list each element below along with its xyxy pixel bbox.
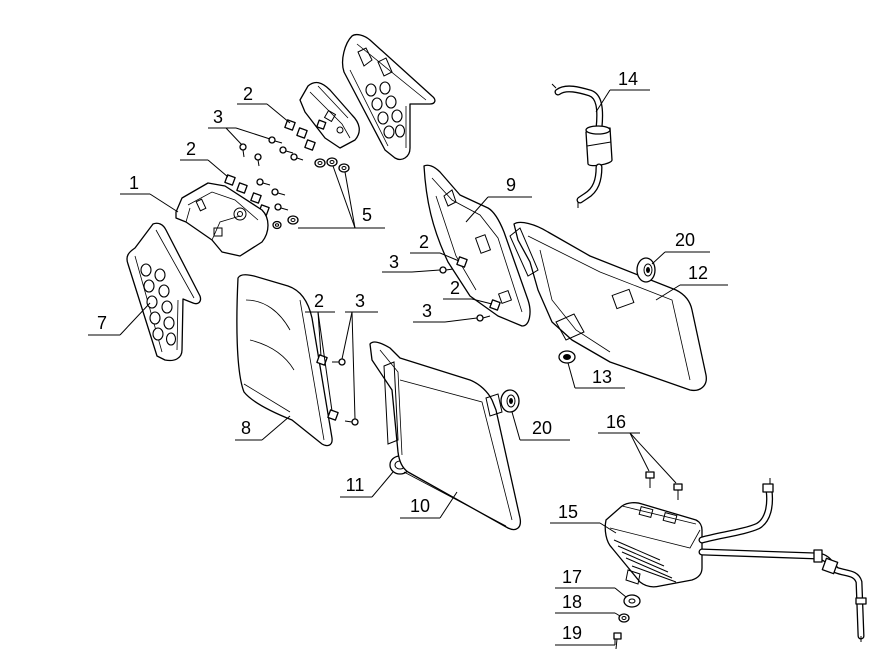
callout-3-b: 3 — [382, 252, 441, 273]
part-17-washer — [623, 594, 641, 608]
part-15-battery-box — [604, 502, 703, 588]
callout-label: 18 — [562, 592, 582, 612]
callout-label: 2 — [419, 232, 429, 252]
callout-label: 13 — [592, 367, 612, 387]
part-12-panel — [509, 221, 707, 392]
part-18-washer — [618, 613, 630, 623]
part-20-grommet-upper — [636, 257, 656, 283]
callout-9: 9 — [465, 175, 532, 223]
mounting-holes — [140, 263, 177, 346]
callout-2-d: 2 — [443, 278, 493, 305]
screws-lower — [254, 153, 289, 211]
callout-label: 5 — [362, 205, 372, 225]
callout-label: 3 — [355, 291, 365, 311]
callout-3-d: 3 — [341, 291, 378, 420]
part-7-footboard — [126, 222, 202, 362]
callout-5: 5 — [298, 165, 385, 229]
callout-label: 14 — [618, 69, 638, 89]
callout-label: 10 — [410, 496, 430, 516]
callout-label: 2 — [186, 139, 196, 159]
part-8-hardware — [316, 354, 359, 426]
callout-15: 15 — [550, 502, 617, 534]
clips-upper — [284, 119, 327, 151]
callout-label: 11 — [346, 475, 365, 495]
callout-label: 7 — [97, 313, 107, 333]
callout-1: 1 — [120, 173, 179, 213]
callout-label: 17 — [562, 567, 582, 587]
callout-8: 8 — [235, 415, 291, 441]
callout-7: 7 — [88, 302, 151, 336]
clips-lower — [224, 174, 270, 216]
callout-20-a: 20 — [651, 230, 710, 265]
callout-label: 19 — [562, 623, 582, 643]
mounting-holes — [365, 81, 406, 139]
callout-10: 10 — [400, 491, 458, 519]
callout-label: 1 — [129, 173, 139, 193]
part-10-panel — [369, 341, 522, 531]
callout-label: 3 — [422, 301, 432, 321]
part-13-grommet — [558, 350, 576, 364]
callout-3-a: 3 — [208, 107, 271, 146]
upper-bracket — [299, 81, 360, 149]
upper-footboard — [341, 33, 436, 161]
callout-16: 16 — [598, 412, 677, 484]
callout-2-e: 2 — [305, 291, 335, 412]
callout-11: 11 — [340, 471, 394, 498]
callout-13: 13 — [567, 362, 625, 389]
callout-label: 3 — [213, 107, 223, 127]
part-9-panel — [423, 164, 531, 327]
callout-label: 20 — [532, 418, 552, 438]
callout-19: 19 — [555, 623, 616, 646]
callout-label: 2 — [314, 291, 324, 311]
part-20-grommet-lower — [500, 389, 520, 413]
callout-2-a: 2 — [237, 84, 291, 124]
callout-18: 18 — [555, 592, 621, 617]
part-19-bolt — [613, 632, 622, 650]
callout-label: 12 — [688, 263, 708, 283]
callout-label: 15 — [558, 502, 578, 522]
callout-12: 12 — [655, 263, 728, 301]
callout-20-b: 20 — [511, 411, 570, 441]
callout-3-c: 3 — [413, 301, 478, 323]
hoses — [698, 478, 867, 642]
callout-2-c: 2 — [410, 232, 460, 262]
callout-label: 16 — [606, 412, 626, 432]
part-9-hardware — [439, 256, 501, 322]
callout-label: 2 — [243, 84, 253, 104]
part-14-fuel-filter — [551, 83, 613, 208]
part-16-screws — [645, 471, 683, 500]
callout-14: 14 — [595, 69, 650, 113]
callout-label: 20 — [675, 230, 695, 250]
washers-5 — [272, 157, 350, 230]
callout-17: 17 — [555, 567, 627, 598]
callout-2-b: 2 — [180, 139, 229, 178]
callout-label: 8 — [241, 418, 251, 438]
part-8-panel — [236, 274, 333, 447]
part-1-bracket — [175, 182, 269, 257]
callout-label: 9 — [506, 175, 516, 195]
callout-label: 2 — [450, 278, 460, 298]
callout-label: 3 — [389, 252, 399, 272]
screws-upper — [239, 136, 304, 161]
